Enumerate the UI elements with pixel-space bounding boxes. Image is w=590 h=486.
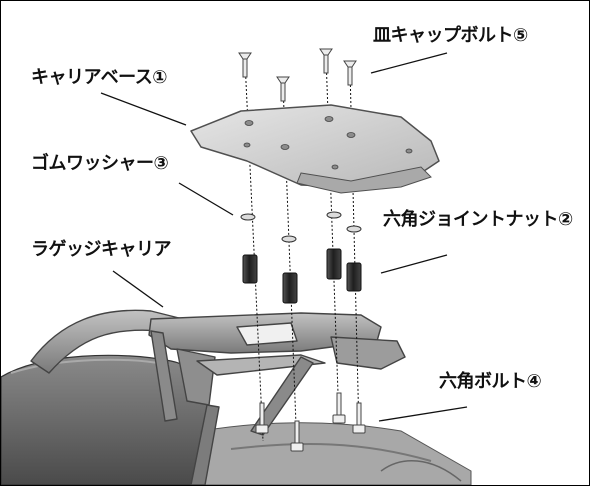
- carrier-base-plate: [190, 104, 440, 194]
- label-flat-cap-bolt: 皿キャップボルト⑤: [373, 25, 528, 46]
- label-hex-joint-nut: 六角ジョイントナット②: [383, 209, 573, 230]
- motorcycle-seat: [1, 354, 208, 485]
- label-rubber-washer: ゴムワッシャー③: [31, 153, 169, 174]
- luggage-carrier-rack: [30, 309, 406, 485]
- label-hex-bolt: 六角ボルト④: [439, 371, 542, 392]
- label-luggage-carrier: ラゲッジキャリア: [31, 239, 172, 260]
- rubber-washers: [240, 211, 362, 243]
- hex-bolts: [255, 392, 366, 452]
- leader-lines: [100, 52, 468, 422]
- motorcycle-rear-body: [200, 422, 472, 485]
- label-carrier-base: キャリアベース①: [31, 67, 167, 88]
- hex-joint-nuts: [242, 248, 362, 304]
- flat-cap-bolts: [238, 48, 357, 102]
